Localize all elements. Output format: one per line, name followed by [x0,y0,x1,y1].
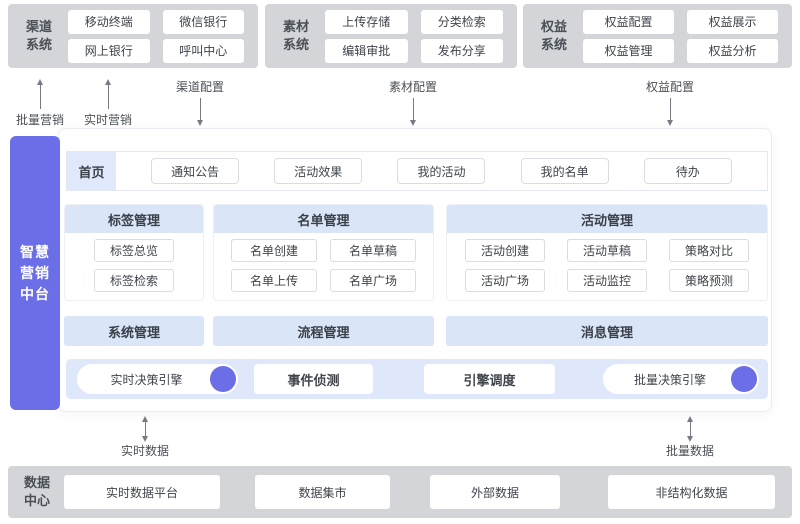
node-external-data[interactable]: 外部数据 [430,475,560,509]
flow-label: 实时数据 [120,444,169,458]
material-system-box: 素材系统 上传存储 分类检索 编辑审批 发布分享 [265,4,517,68]
nav-todo[interactable]: 待办 [643,158,732,184]
data-center-box: 数据中心 实时数据平台 数据集市 外部数据 非结构化数据 [8,466,792,518]
flow-label: 素材配置 [388,80,437,94]
node-upload-storage[interactable]: 上传存储 [325,9,408,34]
flow-channel-config: 渠道配置 [168,80,232,126]
section-body: 名单创建 名单草稿 名单上传 名单广场 [214,233,433,292]
node-benefit-config[interactable]: 权益配置 [583,9,674,34]
tag-management-section: 标签管理 标签总览 标签检索 [64,204,204,301]
engine-label: 实时决策引擎 [110,372,183,387]
node-strategy-predict[interactable]: 策略预测 [669,269,749,292]
node-benefit-manage[interactable]: 权益管理 [583,38,674,63]
double-arrow-icon [141,416,150,442]
section-body: 活动创建 活动草稿 策略对比 活动广场 活动监控 策略预测 [447,233,767,292]
node-campaign-monitor[interactable]: 活动监控 [567,269,647,292]
node-benefit-analyze[interactable]: 权益分析 [687,38,778,63]
channel-system-box: 渠道系统 移动终端 微信银行 网上银行 呼叫中心 [8,4,258,68]
channel-system-label: 渠道系统 [25,19,52,52]
purple-dot-icon [210,366,236,392]
flow-realtime-marketing: 实时营销 [76,79,140,127]
nav-notice[interactable]: 通知公告 [151,158,240,184]
node-strategy-compare[interactable]: 策略对比 [669,239,749,262]
node-campaign-plaza[interactable]: 活动广场 [465,269,545,292]
flow-material-config: 素材配置 [381,80,445,126]
node-mobile-terminal[interactable]: 移动终端 [68,9,150,34]
node-wechat-bank[interactable]: 微信银行 [162,9,244,34]
node-list-upload[interactable]: 名单上传 [231,269,317,292]
node-call-center[interactable]: 呼叫中心 [162,38,244,63]
section-title-tag: 标签管理 [65,205,203,233]
batch-decision-engine[interactable]: 批量决策引擎 [603,364,759,394]
data-center-label: 数据中心 [23,475,50,508]
campaign-management-section: 活动管理 活动创建 活动草稿 策略对比 活动广场 活动监控 策略预测 [446,204,768,301]
node-unstructured-data[interactable]: 非结构化数据 [608,475,775,509]
up-arrow-icon [36,79,45,111]
node-data-mart[interactable]: 数据集市 [255,475,390,509]
channel-system-grid: 移动终端 微信银行 网上银行 呼叫中心 [58,9,258,63]
node-online-bank[interactable]: 网上银行 [68,38,150,63]
nav-items: 通知公告 活动效果 我的活动 我的名单 待办 [116,158,767,184]
platform-main-box: 首页 通知公告 活动效果 我的活动 我的名单 待办 标签管理 标签总览 标签检索… [58,128,772,412]
nav-home[interactable]: 首页 [67,152,116,190]
engine-label: 批量决策引擎 [633,372,706,387]
flow-label: 实时营销 [83,113,132,127]
node-tag-search[interactable]: 标签检索 [94,269,174,292]
down-arrow-icon [196,96,205,126]
engine-scheduling[interactable]: 引擎调度 [424,364,555,394]
flow-benefit-config: 权益配置 [638,80,702,126]
node-list-plaza[interactable]: 名单广场 [330,269,416,292]
engine-row: 实时决策引擎 事件侦测 引擎调度 批量决策引擎 [66,359,768,399]
event-detection[interactable]: 事件侦测 [254,364,373,394]
flow-batch-data: 批量数据 [658,416,722,458]
nav-campaign-effect[interactable]: 活动效果 [274,158,363,184]
double-arrow-icon [686,416,695,442]
node-tag-overview[interactable]: 标签总览 [94,239,174,262]
up-arrow-icon [104,79,113,111]
process-management-bar[interactable]: 流程管理 [213,316,434,346]
realtime-decision-engine[interactable]: 实时决策引擎 [77,364,238,394]
material-system-label: 素材系统 [282,19,309,52]
nav-my-lists[interactable]: 我的名单 [520,158,609,184]
benefit-system-label: 权益系统 [540,19,567,52]
node-benefit-display[interactable]: 权益展示 [687,9,778,34]
flow-label: 批量营销 [15,113,64,127]
benefit-system-grid: 权益配置 权益展示 权益管理 权益分析 [573,9,792,63]
node-list-draft[interactable]: 名单草稿 [330,239,416,262]
list-management-section: 名单管理 名单创建 名单草稿 名单上传 名单广场 [213,204,434,301]
material-system-grid: 上传存储 分类检索 编辑审批 发布分享 [315,9,517,63]
platform-nav-row: 首页 通知公告 活动效果 我的活动 我的名单 待办 [66,151,768,191]
message-management-bar[interactable]: 消息管理 [446,316,768,346]
benefit-system-box: 权益系统 权益配置 权益展示 权益管理 权益分析 [523,4,792,68]
section-body: 标签总览 标签检索 [65,233,203,292]
system-management-bar[interactable]: 系统管理 [64,316,204,346]
platform-title-bar: 智慧营销中台 [10,136,60,410]
down-arrow-icon [409,96,418,126]
flow-realtime-data: 实时数据 [113,416,177,458]
node-campaign-draft[interactable]: 活动草稿 [567,239,647,262]
node-edit-approve[interactable]: 编辑审批 [325,38,408,63]
flow-batch-marketing: 批量营销 [8,79,72,127]
flow-label: 权益配置 [645,80,694,94]
section-title-list: 名单管理 [214,205,433,233]
node-campaign-create[interactable]: 活动创建 [465,239,545,262]
platform-title: 智慧营销中台 [20,243,50,302]
node-publish-share[interactable]: 发布分享 [420,38,503,63]
node-list-create[interactable]: 名单创建 [231,239,317,262]
node-category-search[interactable]: 分类检索 [420,9,503,34]
purple-dot-icon [731,366,757,392]
flow-label: 渠道配置 [175,80,224,94]
down-arrow-icon [666,96,675,126]
node-realtime-data-platform[interactable]: 实时数据平台 [64,475,220,509]
flow-label: 批量数据 [665,444,714,458]
section-title-campaign: 活动管理 [447,205,767,233]
nav-my-campaigns[interactable]: 我的活动 [397,158,486,184]
